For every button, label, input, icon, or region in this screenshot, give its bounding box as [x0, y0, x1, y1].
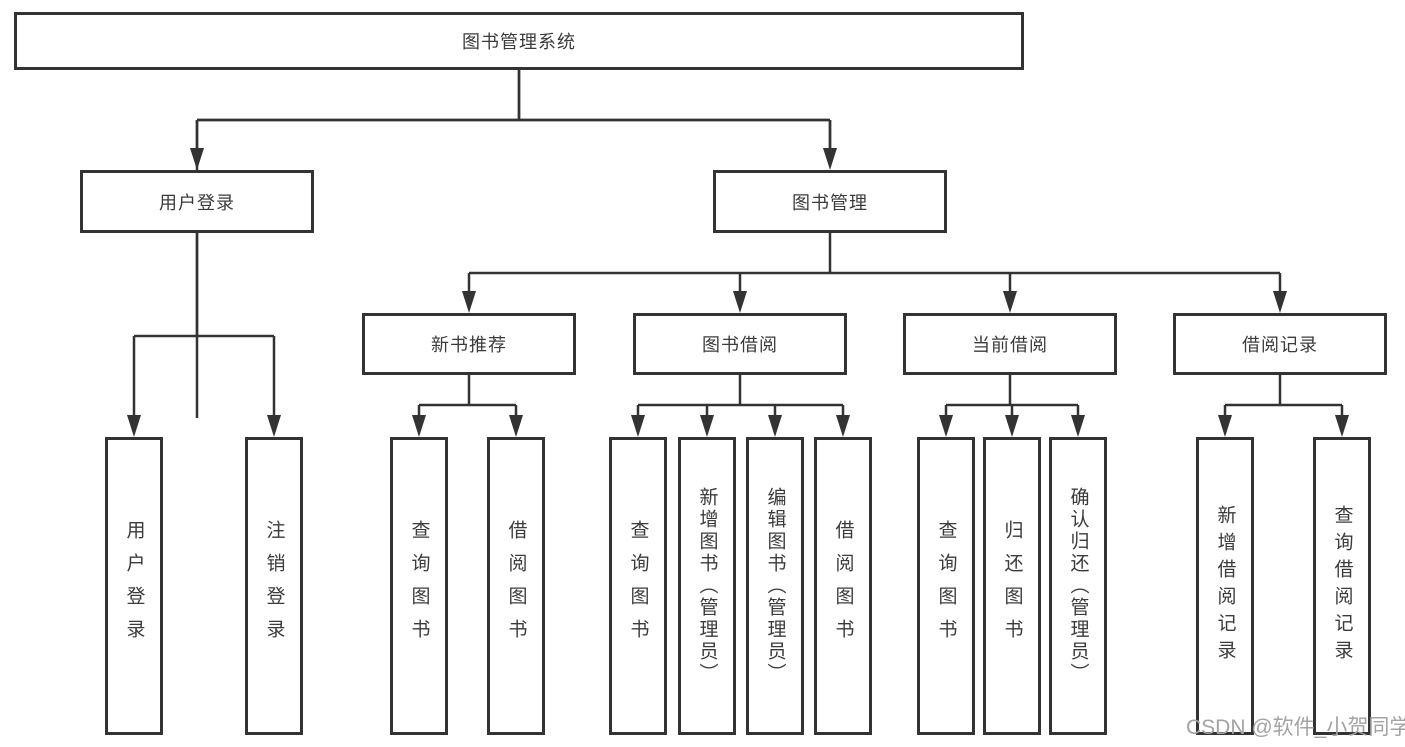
node-label: 用户登录	[123, 520, 145, 652]
node-library-management-system: 图书管理系统	[14, 12, 1024, 70]
node-label: 查询图书	[627, 520, 649, 652]
node-label: 用户登录	[159, 192, 235, 213]
node-label: 新增借阅记录	[1214, 505, 1236, 667]
leaf-query-books-borrow: 查询图书	[609, 437, 667, 735]
node-book-borrow: 图书借阅	[633, 313, 847, 375]
node-label: 借阅图书	[832, 520, 854, 652]
node-label: 编辑图书（管理员）	[764, 487, 786, 685]
leaf-confirm-return-admin: 确认归还（管理员）	[1049, 437, 1107, 735]
leaf-add-books-admin: 新增图书（管理员）	[678, 437, 736, 735]
node-label: 当前借阅	[972, 335, 1048, 355]
node-label: 借阅记录	[1242, 335, 1318, 355]
leaf-query-books-recommend: 查询图书	[390, 437, 448, 735]
node-label: 借阅图书	[505, 520, 527, 652]
node-label: 查询图书	[935, 520, 957, 652]
connector-book-borrow-to-leaves	[631, 375, 850, 437]
node-borrow-record: 借阅记录	[1173, 313, 1387, 375]
leaf-borrow-books-recommend: 借阅图书	[487, 437, 545, 735]
leaf-query-books-current: 查询图书	[917, 437, 975, 735]
node-new-book-recommend: 新书推荐	[362, 313, 576, 375]
connector-book-management-to-level3	[462, 233, 1287, 313]
connector-borrow-record-to-leaves	[1218, 375, 1349, 437]
node-label: 图书借阅	[702, 335, 778, 355]
node-label: 归还图书	[1001, 520, 1023, 652]
connector-user-login-to-leaves	[127, 233, 281, 437]
leaf-edit-books-admin: 编辑图书（管理员）	[746, 437, 804, 735]
leaf-user-login: 用户登录	[105, 437, 163, 735]
node-label: 确认归还（管理员）	[1067, 487, 1089, 685]
node-label: 查询图书	[408, 520, 430, 652]
connector-root-to-level2	[190, 70, 837, 418]
leaf-return-books: 归还图书	[983, 437, 1041, 735]
node-label: 查询借阅记录	[1331, 505, 1353, 667]
csdn-watermark: CSDN @软件_小贺同学	[1186, 716, 1405, 739]
leaf-logout: 注销登录	[245, 437, 303, 735]
node-label: 图书管理	[792, 192, 868, 213]
connector-current-borrow-to-leaves	[939, 375, 1085, 437]
node-user-login: 用户登录	[80, 170, 314, 233]
node-label: 新增图书（管理员）	[696, 487, 718, 685]
connector-new-book-to-leaves	[412, 375, 523, 437]
node-label: 注销登录	[263, 520, 285, 652]
leaf-borrow-books: 借阅图书	[814, 437, 872, 735]
node-book-management: 图书管理	[713, 170, 947, 233]
leaf-add-borrow-record: 新增借阅记录	[1196, 437, 1254, 735]
node-label: 图书管理系统	[462, 32, 576, 52]
leaf-query-borrow-record: 查询借阅记录	[1313, 437, 1371, 735]
node-label: 新书推荐	[431, 335, 507, 355]
node-current-borrow: 当前借阅	[903, 313, 1117, 375]
